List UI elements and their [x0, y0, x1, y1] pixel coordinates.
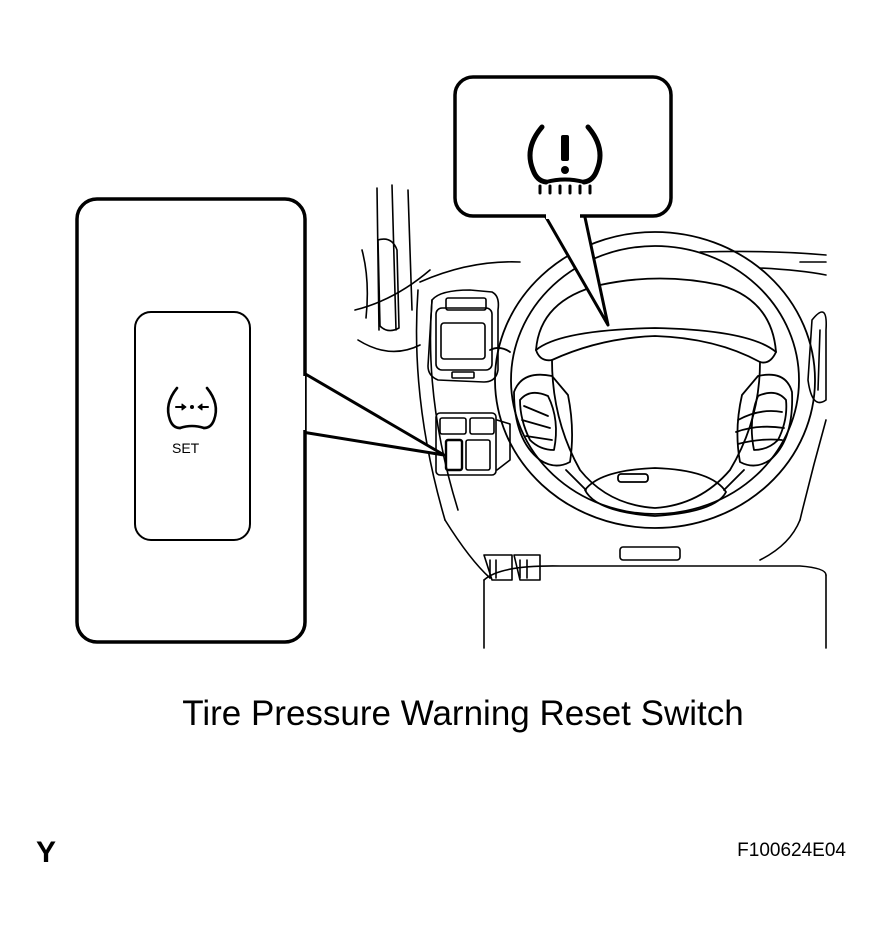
tire-pressure-warning-icon [527, 124, 603, 195]
warning-light-callout [453, 75, 673, 327]
steering-wheel [489, 231, 816, 529]
diagram-caption: Tire Pressure Warning Reset Switch [182, 694, 744, 733]
left-control-pod [427, 289, 511, 476]
corner-letter: Y [36, 836, 57, 869]
switch-set-label: SET [172, 440, 200, 456]
switch-callout [75, 197, 446, 644]
tire-pressure-reset-icon [166, 386, 218, 430]
dashboard-drawing [354, 184, 828, 649]
figure-code: F100624E04 [737, 840, 846, 861]
